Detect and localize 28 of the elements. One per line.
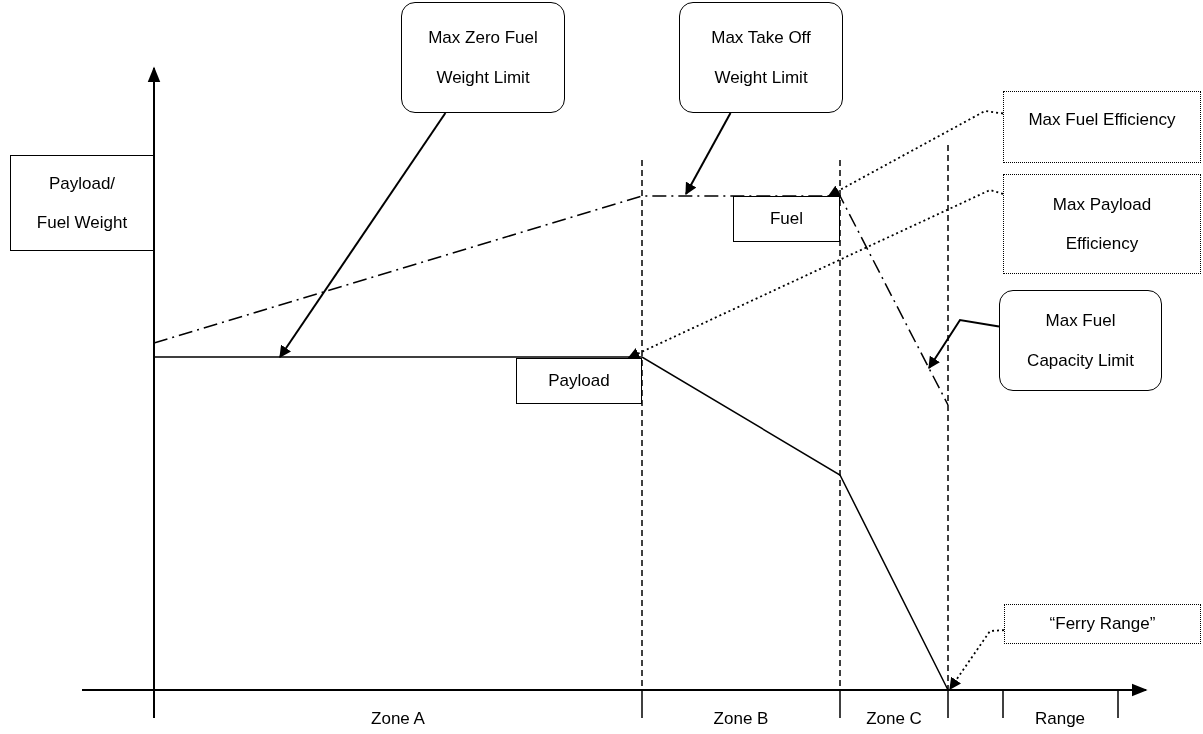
callout-text: Max Zero Fuel Weight Limit — [427, 27, 539, 89]
callout-box — [999, 290, 1162, 391]
callout-text: Max Take Off Weight Limit — [710, 27, 812, 89]
series-tag — [516, 358, 642, 404]
leader-line — [827, 110, 1004, 197]
callout-text: “Ferry Range” — [1049, 613, 1156, 636]
callout-text: Max Payload Efficiency — [1051, 193, 1153, 255]
zone-label: Range — [1034, 710, 1086, 727]
callout-text: Max Fuel Capacity Limit — [1026, 310, 1135, 372]
leader-line — [949, 629, 1005, 690]
callout-box — [401, 2, 565, 113]
callout-text: Max Fuel Efficiency — [1028, 109, 1176, 131]
series-tag — [733, 196, 840, 242]
zone-label: Zone B — [713, 710, 769, 727]
leader-line — [685, 112, 732, 196]
leader-line — [928, 318, 1000, 369]
callout-box — [1004, 604, 1201, 644]
axis-label-box — [10, 155, 154, 251]
zone-label: Zone A — [371, 710, 425, 727]
callout-box — [679, 2, 843, 113]
zone-label: Zone C — [866, 710, 922, 727]
callout-box — [1003, 91, 1201, 163]
leader-line — [627, 189, 1004, 359]
leader-line — [279, 112, 447, 358]
callout-text: Payload/ Fuel Weight — [35, 172, 129, 234]
callout-box — [1003, 174, 1201, 274]
callout-text: Payload — [548, 370, 610, 393]
callout-text: Fuel — [769, 208, 804, 231]
